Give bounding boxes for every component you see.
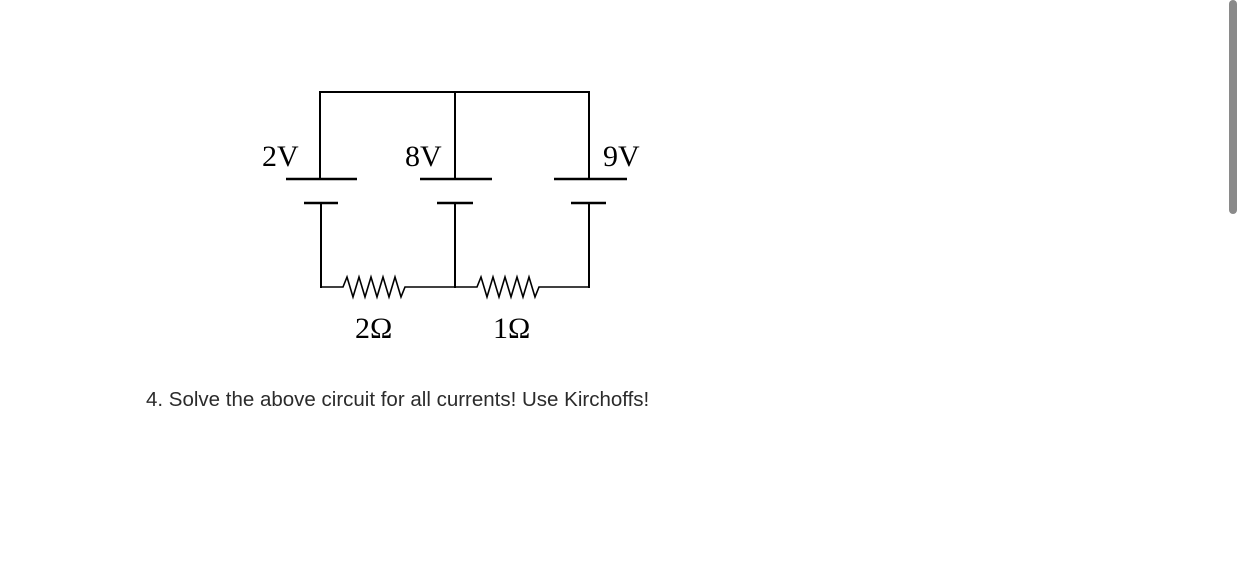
top-wire bbox=[319, 91, 590, 180]
battery-8v-label: 8V bbox=[405, 140, 442, 173]
resistor-1-ohm bbox=[455, 274, 589, 300]
battery-2v bbox=[286, 177, 357, 288]
battery-2v-label: 2V bbox=[262, 140, 299, 173]
battery-9v bbox=[554, 177, 627, 288]
resistor-1-ohm-label: 1Ω bbox=[493, 312, 530, 345]
question-text: 4. Solve the above circuit for all curre… bbox=[146, 388, 650, 411]
resistor-2-ohm-label: 2Ω bbox=[355, 312, 392, 345]
scrollbar-thumb[interactable] bbox=[1229, 0, 1237, 214]
resistor-2-ohm bbox=[321, 274, 455, 300]
vertical-scrollbar[interactable] bbox=[1224, 0, 1242, 572]
battery-9v-label: 9V bbox=[603, 140, 640, 173]
battery-8v bbox=[420, 177, 492, 288]
